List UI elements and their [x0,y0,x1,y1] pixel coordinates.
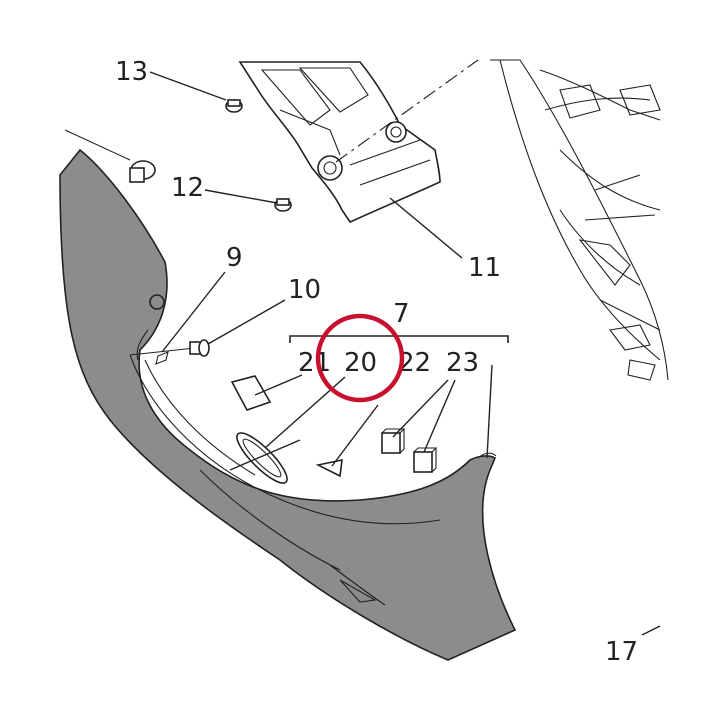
label-7: 7 [393,299,410,329]
frame-outline [490,59,669,381]
label-9: 9 [226,243,243,273]
label-17: 17 [605,637,638,667]
label-21: 21 [298,348,331,378]
label-20: 20 [344,348,377,378]
fairing-panel [59,148,517,661]
label-10: 10 [288,275,321,305]
bolt-grommet [64,129,156,183]
screw-10 [189,339,210,357]
label-11: 11 [468,253,501,283]
wedge-22 [315,458,343,478]
label-12: 12 [171,173,204,203]
label-13: 13 [115,57,148,87]
part-labels: 13 12 11 9 10 7 21 20 22 23 17 [115,57,638,667]
block-23a [381,428,406,454]
highlight-circle [315,313,405,403]
label-23: 23 [446,348,479,378]
fastener-12 [274,198,292,212]
bracket-part-11 [238,59,479,224]
fastener-13 [225,99,243,113]
pad-21 [230,375,272,411]
block-23b [413,447,438,473]
